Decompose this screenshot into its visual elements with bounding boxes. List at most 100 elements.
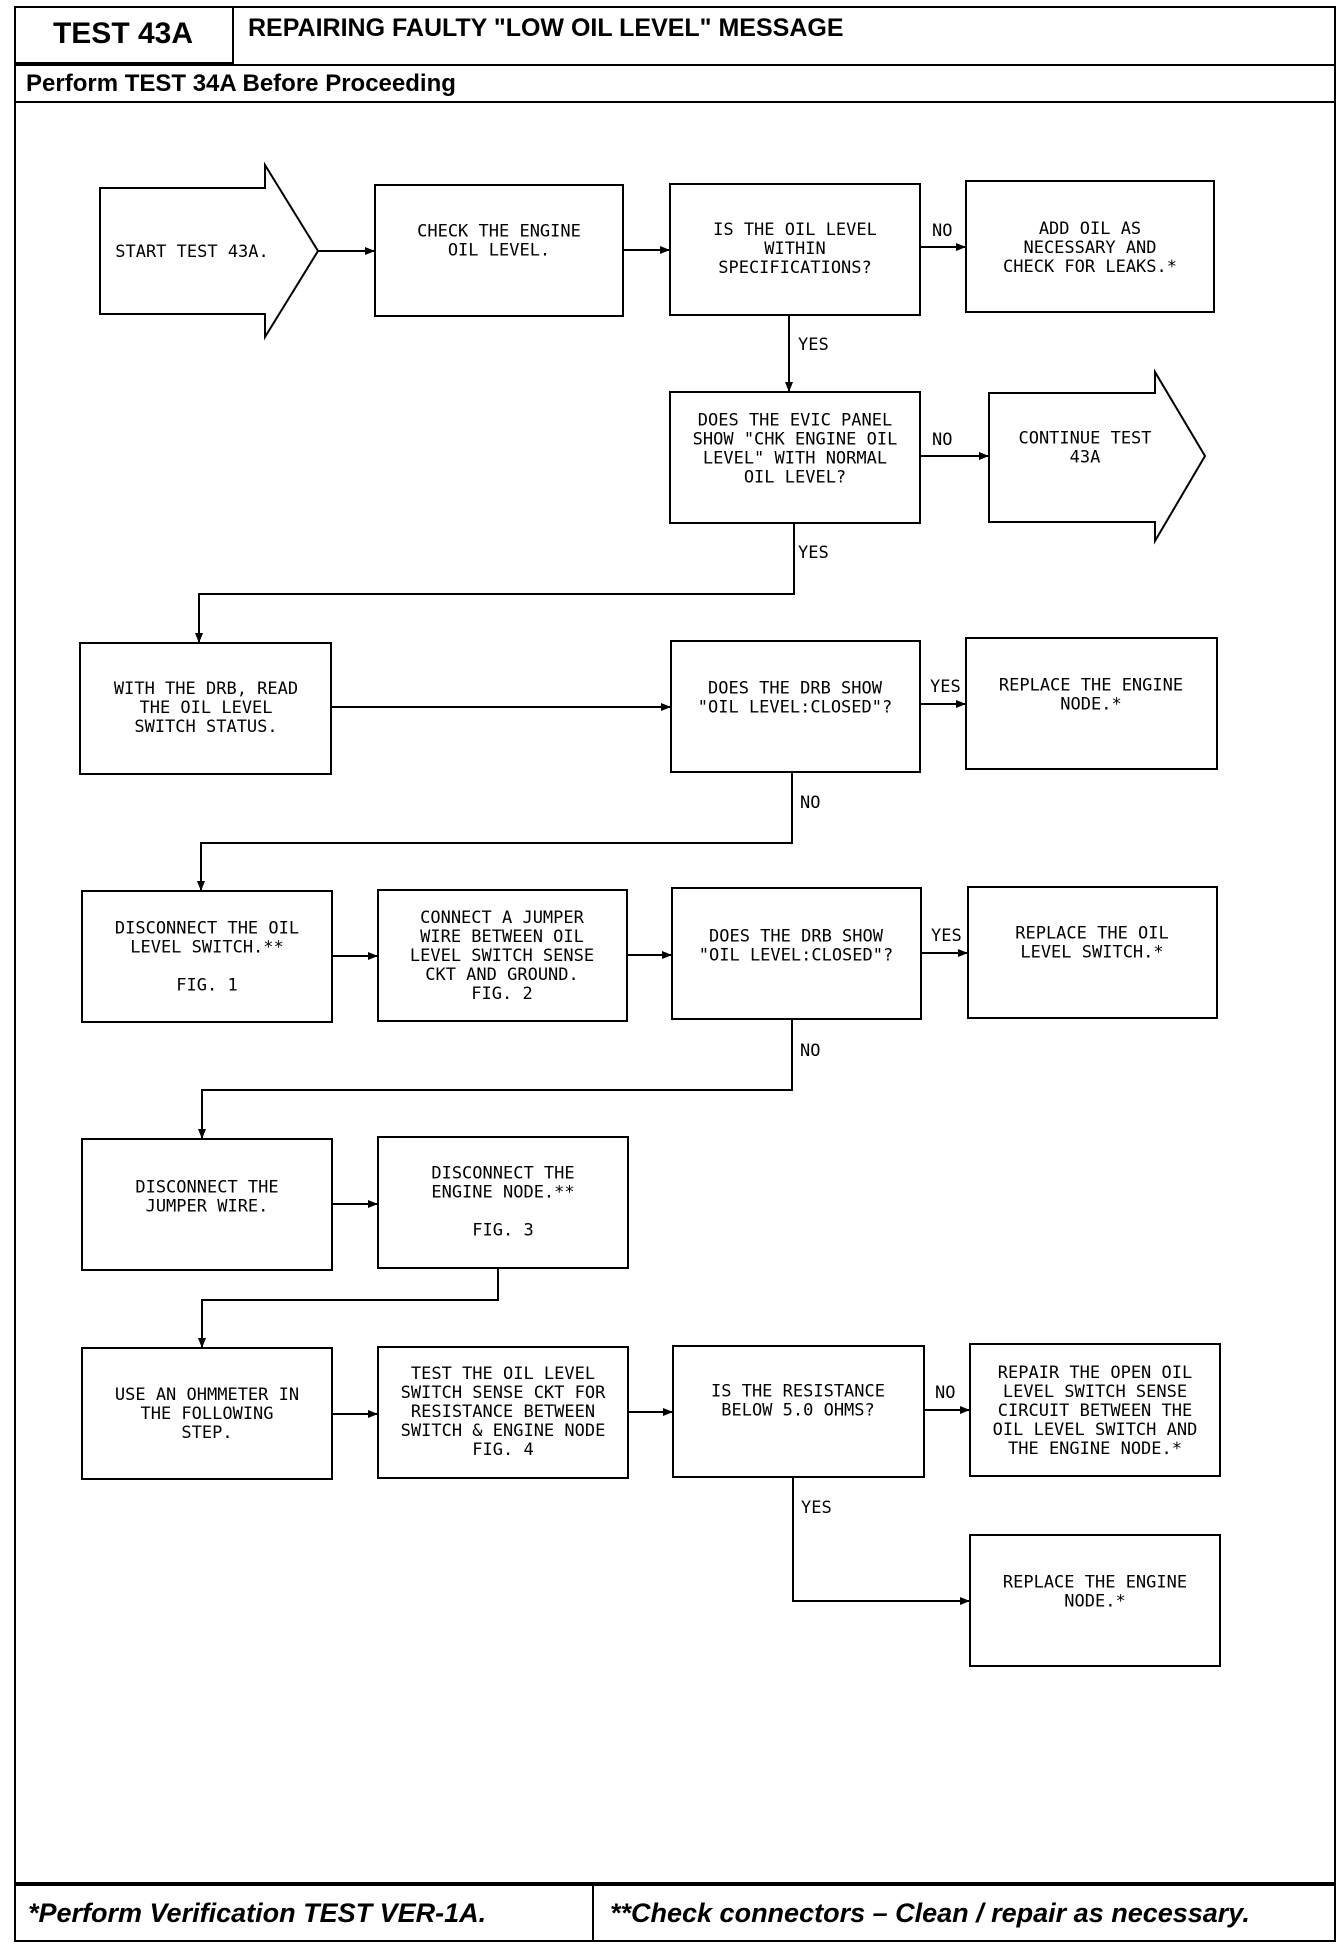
node-drb-closed-1: DOES THE DRB SHOW"OIL LEVEL:CLOSED"? xyxy=(698,679,892,718)
node-text-line: START TEST 43A. xyxy=(115,242,269,262)
node-text-line: BELOW 5.0 OHMS? xyxy=(721,1401,875,1421)
node-text-line: DOES THE EVIC PANEL xyxy=(698,411,892,431)
node-text-line: THE FOLLOWING xyxy=(140,1404,273,1424)
node-text-line: SWITCH STATUS. xyxy=(134,717,277,737)
edge-node-to-ohm xyxy=(198,1268,499,1348)
node-text-line: FIG. 2 xyxy=(471,984,532,1004)
repair-open-box xyxy=(969,1343,1221,1477)
edge-label-no: NO xyxy=(935,1383,955,1403)
footer-note-connectors: **Check connectors – Clean / repair as n… xyxy=(610,1898,1250,1928)
node-text-line: CHECK THE ENGINE xyxy=(417,222,581,242)
node-text-line: CKT AND GROUND. xyxy=(425,965,579,985)
edge-label-no: NO xyxy=(932,221,952,241)
node-text-line: CHECK FOR LEAKS.* xyxy=(1003,257,1177,277)
edge-label-yes: YES xyxy=(798,335,829,355)
edge-evic-yes xyxy=(195,523,795,643)
edge-drb2-no xyxy=(198,1019,793,1139)
node-text-line: FIG. 3 xyxy=(472,1221,533,1241)
node-text-line: REPLACE THE ENGINE xyxy=(999,676,1183,696)
node-text-line: NECESSARY AND xyxy=(1023,238,1156,258)
node-text-line: DOES THE DRB SHOW xyxy=(708,679,883,699)
edge-label-yes: YES xyxy=(801,1498,832,1518)
footer-separator xyxy=(592,1884,594,1942)
node-text-line: "OIL LEVEL:CLOSED"? xyxy=(698,698,892,718)
edge-label-yes: YES xyxy=(798,543,829,563)
replace-node-2-box xyxy=(969,1534,1221,1667)
drb-closed-1-box xyxy=(670,640,921,773)
node-text-line: ADD OIL AS xyxy=(1039,219,1141,239)
node-text-line: WITH THE DRB, READ xyxy=(114,679,298,699)
node-text-line: OIL LEVEL. xyxy=(448,241,550,261)
node-text-line: CONTINUE TEST xyxy=(1018,429,1151,449)
node-text-line: STEP. xyxy=(181,1423,232,1443)
node-text-line: LEVEL SWITCH.** xyxy=(130,938,284,958)
read-switch-box xyxy=(79,642,332,775)
node-text-line: DISCONNECT THE OIL xyxy=(115,919,299,939)
node-text-line: REPLACE THE ENGINE xyxy=(1003,1573,1187,1593)
edge-res-yes xyxy=(792,1477,970,1605)
node-text-line: DISCONNECT THE xyxy=(135,1178,278,1198)
node-text-line: SPECIFICATIONS? xyxy=(718,258,872,278)
edge-label-no: NO xyxy=(932,430,952,450)
edge-label-yes: YES xyxy=(931,926,962,946)
replace-switch-box xyxy=(967,886,1218,1019)
resistance-q-box xyxy=(672,1345,925,1478)
continue-test-arrow-shape xyxy=(988,368,1207,545)
node-text-line: DOES THE DRB SHOW xyxy=(709,927,884,947)
edge-drb1-no xyxy=(197,772,793,891)
node-start: START TEST 43A. xyxy=(115,242,269,262)
add-oil-box xyxy=(965,180,1215,313)
node-text-line: JUMPER WIRE. xyxy=(146,1197,269,1217)
oil-within-spec-box xyxy=(669,183,921,316)
node-text-line: SWITCH & ENGINE NODE xyxy=(401,1421,606,1441)
test-id: TEST 43A xyxy=(14,6,234,64)
footer-note-verification: *Perform Verification TEST VER-1A. xyxy=(28,1898,487,1928)
node-text-line: USE AN OHMMETER IN xyxy=(115,1385,299,1405)
node-text-line: CIRCUIT BETWEEN THE xyxy=(998,1401,1192,1421)
node-text-line: THE ENGINE NODE.* xyxy=(1008,1439,1182,1459)
node-text-line: SHOW "CHK ENGINE OIL xyxy=(693,430,898,450)
node-text-line: NODE.* xyxy=(1064,1592,1125,1612)
node-text-line: OIL LEVEL? xyxy=(744,468,846,488)
start-arrow-shape xyxy=(99,161,320,341)
node-text-line: FIG. 4 xyxy=(472,1440,533,1460)
page-title: REPAIRING FAULTY "LOW OIL LEVEL" MESSAGE xyxy=(248,14,844,42)
edge-label-yes: YES xyxy=(930,677,961,697)
node-text-line: IS THE RESISTANCE xyxy=(711,1382,885,1402)
node-text-line: REPAIR THE OPEN OIL xyxy=(998,1363,1192,1383)
node-text-line: DISCONNECT THE xyxy=(431,1164,574,1184)
node-text-line: THE OIL LEVEL xyxy=(139,698,272,718)
header-divider xyxy=(14,64,1336,66)
node-text-line: RESISTANCE BETWEEN xyxy=(411,1402,595,1422)
edge-label-no: NO xyxy=(800,793,820,813)
node-text-line: FIG. 1 xyxy=(176,976,237,996)
page-subtitle: Perform TEST 34A Before Proceeding xyxy=(26,70,456,97)
node-text-line: TEST THE OIL LEVEL xyxy=(411,1364,595,1384)
node-text-line: LEVEL SWITCH SENSE xyxy=(1003,1382,1187,1402)
node-text-line: LEVEL SWITCH SENSE xyxy=(410,946,594,966)
node-text-line: 43A xyxy=(1070,448,1101,468)
node-text-line: IS THE OIL LEVEL xyxy=(713,220,877,240)
node-text-line: LEVEL SWITCH.* xyxy=(1020,943,1163,963)
node-text-line: ENGINE NODE.** xyxy=(431,1183,574,1203)
edge-label-no: NO xyxy=(800,1041,820,1061)
node-text-line: "OIL LEVEL:CLOSED"? xyxy=(699,946,893,966)
node-text-line: OIL LEVEL SWITCH AND xyxy=(993,1420,1198,1440)
replace-node-1-box xyxy=(965,637,1218,770)
